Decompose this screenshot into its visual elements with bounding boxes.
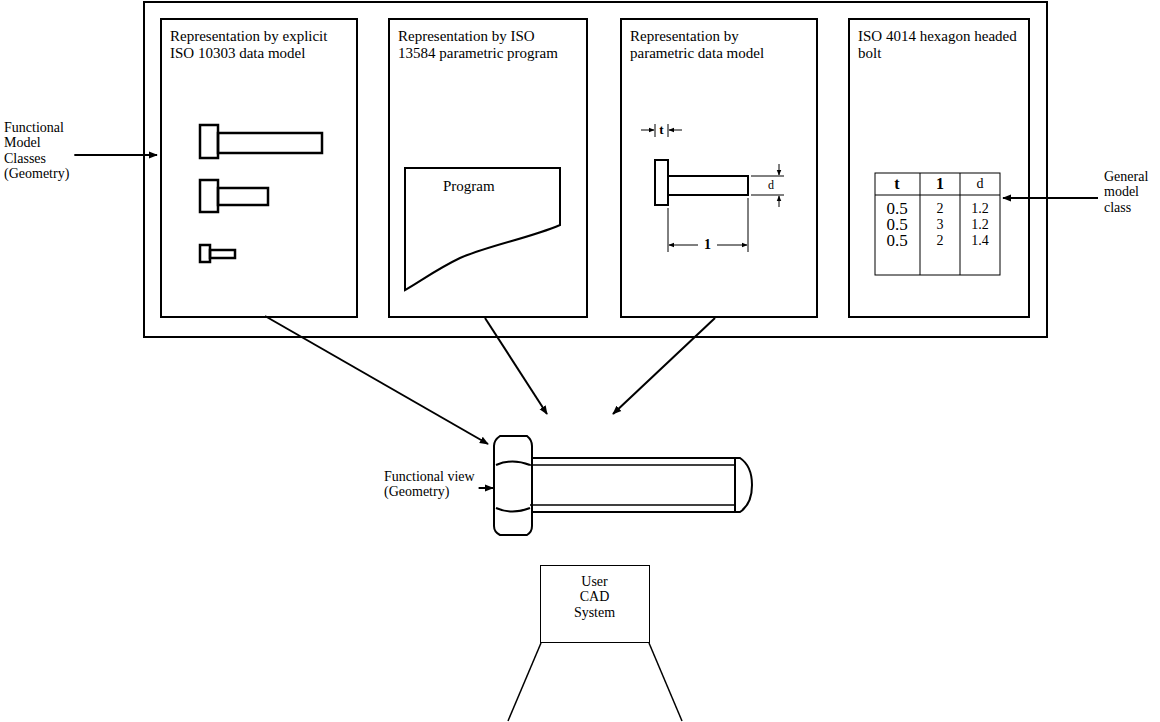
bolt-arrows (265, 316, 715, 444)
class-box: ISO 4014 hexagon headed bolt (848, 18, 1030, 318)
table-cell: 0.5 (886, 232, 907, 251)
dimension-lines (641, 124, 784, 252)
panel-frame: Functional Model Classes (Geometry)Repre… (143, 1, 1048, 338)
box-heading: User CAD System (567, 574, 623, 620)
dimension-label: t (659, 123, 663, 137)
hexagon-bolt (494, 436, 752, 535)
parametric-bolt (655, 160, 748, 205)
class-box: Representation by parametric data model (620, 18, 818, 318)
cad-terminal: User CAD System (540, 565, 650, 643)
dimension-label: d (768, 179, 774, 192)
table-cell: 1 (936, 175, 944, 193)
box-heading: Representation by explicit ISO 10303 dat… (170, 28, 346, 61)
table-cell: 1.2 (971, 201, 989, 216)
box-heading: Representation by ISO 13584 parametric p… (398, 28, 574, 61)
box-heading: ISO 4014 hexagon headed bolt (858, 28, 1024, 61)
table-cell: 1.4 (971, 233, 989, 248)
program-label: Program (443, 178, 543, 195)
callout-text: General model class (1104, 169, 1158, 215)
leader-arrow (1003, 197, 1098, 199)
dimension-label: 1 (704, 237, 711, 252)
terminal-base (508, 643, 682, 721)
program-sheet (405, 168, 560, 290)
bolt-icons (200, 125, 322, 262)
table-cell: t (894, 175, 899, 193)
class-box: Representation by explicit ISO 10303 dat… (160, 18, 358, 318)
table-cell: 3 (937, 217, 944, 232)
table-grid (875, 173, 1000, 275)
table-cell: d (977, 176, 984, 191)
box-heading: Representation by parametric data model (630, 28, 806, 61)
table-cell: 2 (937, 201, 944, 216)
class-box: Representation by ISO 13584 parametric p… (388, 18, 588, 318)
leader-arrow (479, 487, 493, 489)
side-caption: Functional Model Classes (Geometry) (4, 120, 80, 182)
table-cell: 2 (937, 233, 944, 248)
callout-text: Functional view (Geometry) (384, 469, 476, 500)
table-cell: 1.2 (971, 217, 989, 232)
program-sheet: Program (405, 168, 560, 290)
